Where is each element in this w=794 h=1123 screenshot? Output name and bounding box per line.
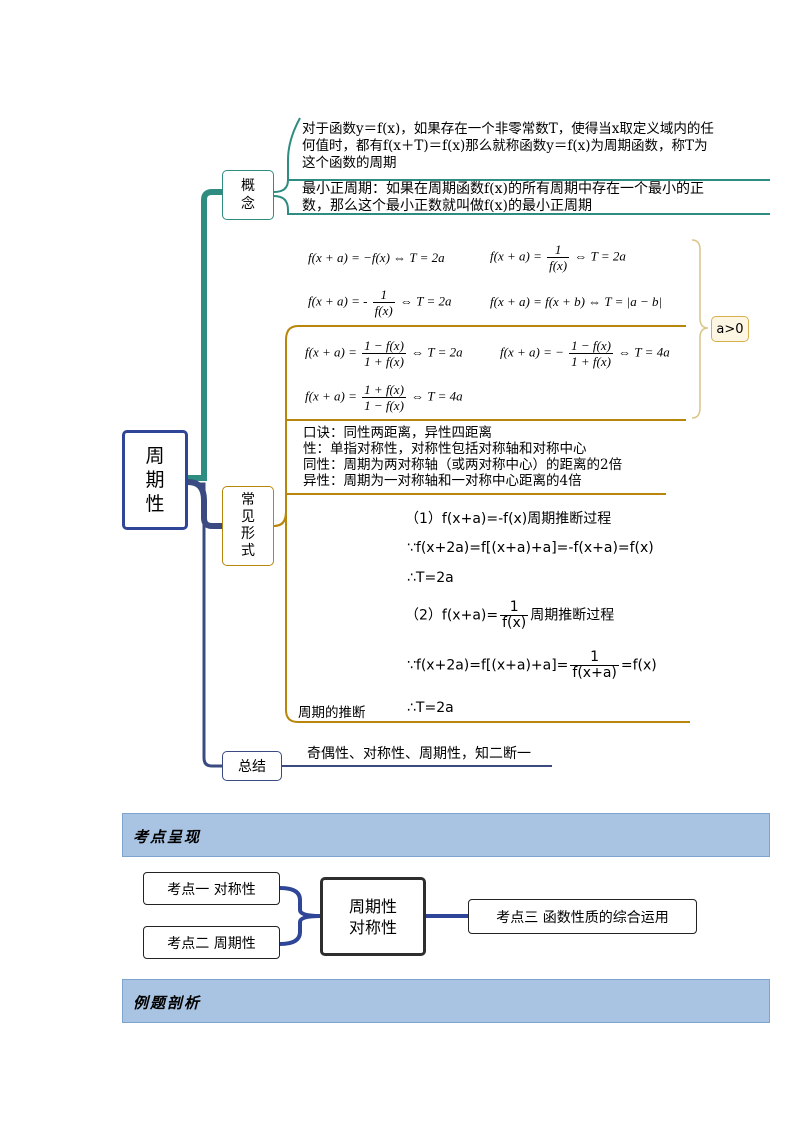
formula-1: f(x + a) = −f(x) ⇔ T = 2a — [308, 250, 445, 265]
derivation-step1-proof: ∵f(x+2a)=f[(x+a)+a]=-f(x+a)=f(x) — [407, 540, 654, 556]
condition-badge: a>0 — [711, 316, 749, 342]
section-header-kaodian: 考点呈现 — [122, 813, 770, 857]
summary-node: 总结 — [222, 751, 282, 781]
mnemonic-text: 口诀：同性两距离，异性四距离 性：单指对称性，对称性包括对称轴和对称中心 同性：… — [303, 425, 623, 489]
kaodian-item-1: 考点一 对称性 — [143, 872, 280, 905]
formula-5: f(x + a) = 1 − f(x)1 + f(x) ⇔ T = 2a — [305, 338, 463, 369]
concept-definition: 对于函数y＝f(x)，如果存在一个非零常数T，使得当x取定义域内的任 何值时，都… — [302, 121, 714, 171]
derivation-step1-title: （1）f(x+a)=-f(x)周期推断过程 — [405, 511, 612, 527]
formula-4: f(x + a) = f(x + b) ⇔ T = |a − b| — [490, 294, 663, 309]
kaodian-center: 周期性 对称性 — [320, 877, 426, 956]
derivation-label: 周期的推断 — [298, 705, 366, 721]
mindmap-connectors — [187, 117, 770, 768]
formula-7: f(x + a) = 1 + f(x)1 − f(x) ⇔ T = 4a — [305, 382, 463, 413]
kaodian-item-3: 考点三 函数性质的综合运用 — [468, 899, 697, 934]
concept-node: 概 念 — [222, 170, 274, 220]
min-period-definition: 最小正周期：如果在周期函数f(x)的所有周期中存在一个最小的正 数，那么这个最小… — [302, 181, 704, 214]
section-header-examples: 例题剖析 — [122, 979, 770, 1023]
kaodian-item-2: 考点二 周期性 — [143, 926, 280, 959]
kaodian-connectors — [279, 886, 468, 946]
root-node: 周 期 性 — [122, 430, 188, 530]
derivation-step2-result: ∴T=2a — [407, 700, 454, 716]
formula-6: f(x + a) = − 1 − f(x)1 + f(x) ⇔ T = 4a — [500, 338, 670, 369]
derivation-step1-result: ∴T=2a — [407, 570, 454, 586]
forms-node: 常 见 形 式 — [222, 486, 274, 566]
summary-text: 奇偶性、对称性、周期性，知二断一 — [307, 746, 531, 762]
